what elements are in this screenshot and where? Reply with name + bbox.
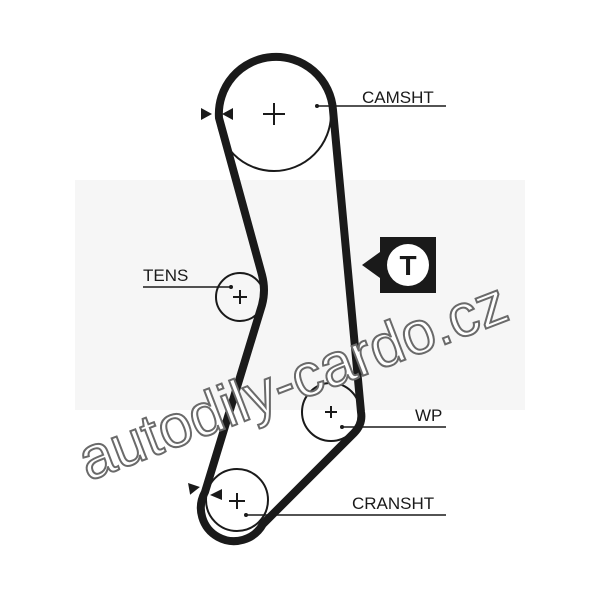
camshaft-label: CAMSHT xyxy=(362,88,434,107)
water-pump-label: WP xyxy=(415,406,442,425)
watermark-band xyxy=(75,180,525,410)
crankshaft-pulley xyxy=(205,468,269,532)
timing-belt xyxy=(196,52,366,546)
tensioner-label: TENS xyxy=(143,266,188,285)
tensioner-symbol-letter: T xyxy=(399,250,416,281)
crankshaft-label: CRANSHT xyxy=(352,494,434,513)
tensioner-symbol-icon: T xyxy=(362,237,436,293)
timing-mark-arrows xyxy=(188,108,233,500)
center-marks xyxy=(229,103,337,509)
